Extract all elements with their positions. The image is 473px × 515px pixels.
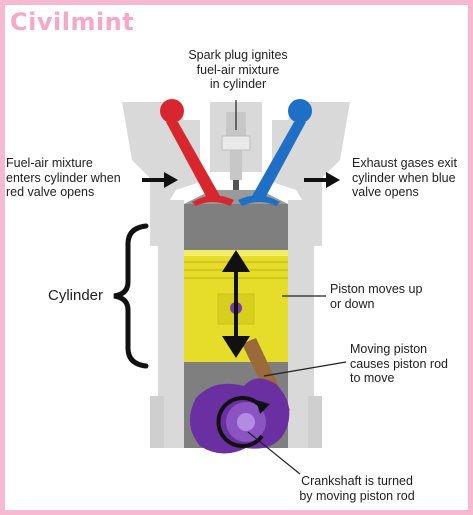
cylinder-label: Cylinder (48, 287, 104, 304)
brand-logo: Civilmint (10, 8, 135, 36)
exhaust-valve (238, 99, 312, 206)
piston-motion-arrow (222, 250, 250, 358)
exhaust-label: Exhaust gases exit cylinder when blue va… (352, 156, 457, 199)
piston-rod-label: Moving piston causes piston rod to move (350, 342, 448, 385)
exhaust-arrow (304, 172, 340, 188)
cylinder-brace-icon (113, 223, 149, 369)
piston-label: Piston moves up or down (330, 282, 423, 311)
crankshaft (189, 378, 290, 454)
spark-plug-label: Spark plug ignites fuel-air mixture in c… (188, 48, 288, 91)
fuel-air-label: Fuel-air mixture enters cylinder when re… (6, 156, 121, 199)
intake-arrow (142, 172, 178, 188)
leader-lines (235, 100, 347, 475)
intake-valve (160, 99, 234, 206)
crankshaft-label: Crankshaft is turned by moving piston ro… (299, 474, 415, 503)
